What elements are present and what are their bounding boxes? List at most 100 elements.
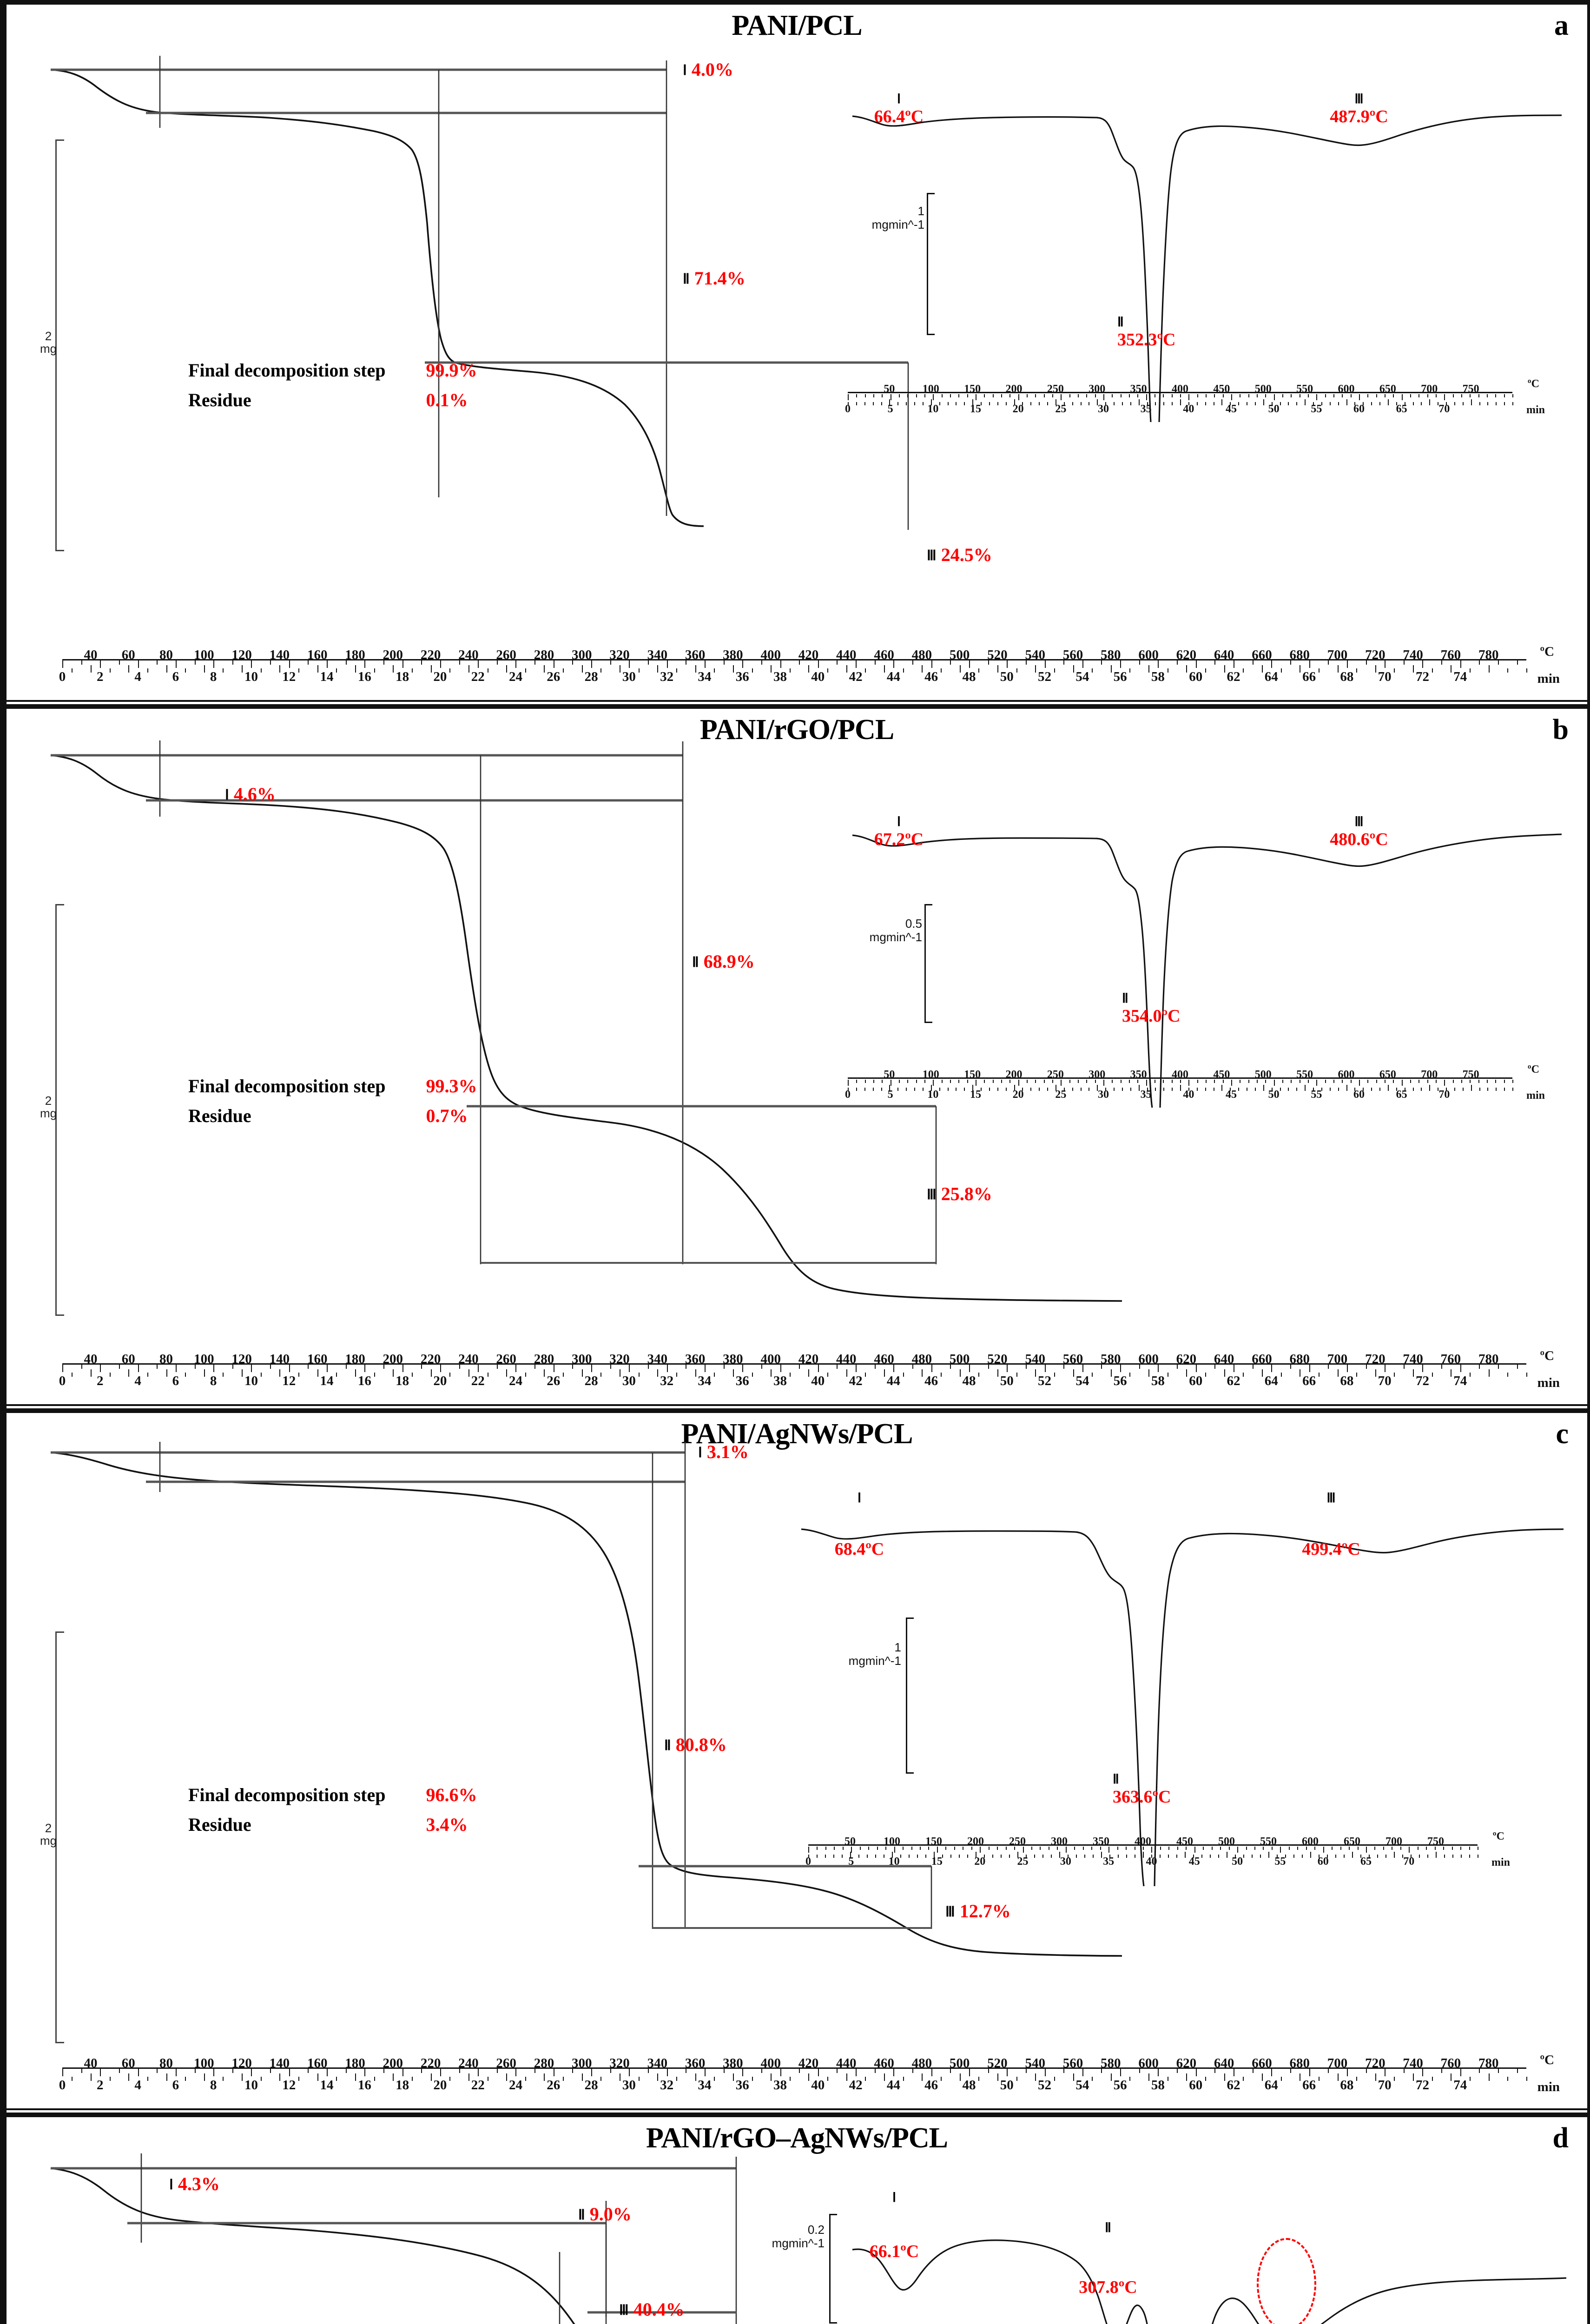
ruler-tick-label: 44 — [886, 669, 900, 684]
ruler-minor-tick — [1452, 1855, 1453, 1858]
ruler-minor-tick — [978, 668, 980, 673]
ruler-tick-label: 36 — [735, 1373, 749, 1388]
ruler-tick-label: 350 — [1093, 1835, 1109, 1848]
ruler-minor-tick — [223, 2077, 224, 2081]
ruler-tick-label: 48 — [962, 2078, 976, 2093]
ruler-tick-label: 420 — [798, 1352, 819, 1367]
ruler-tick — [1146, 394, 1147, 400]
ruler-minor-tick — [270, 660, 271, 665]
ruler-tick — [1346, 2069, 1348, 2076]
summary-label-decomposition: Final decomposition step — [188, 360, 386, 381]
ruler-minor-tick — [1371, 402, 1372, 405]
ruler-tick-label: 22 — [471, 669, 485, 684]
ruler-minor-tick — [1114, 402, 1115, 405]
ruler-minor-tick — [978, 2077, 980, 2081]
ruler-minor-tick — [1054, 2077, 1055, 2081]
ruler-tick — [1101, 1852, 1102, 1858]
ruler-tick — [175, 2069, 177, 2076]
ruler-tick-label: 16 — [357, 669, 371, 684]
ruler-minor-tick — [260, 2077, 262, 2081]
ruler-tick — [931, 1365, 932, 1372]
ruler-tick-label: 12 — [282, 669, 296, 684]
ruler-minor-tick — [1009, 394, 1011, 397]
ruler-minor-tick — [1280, 402, 1281, 405]
ruler-tick-label: 740 — [1403, 1352, 1423, 1367]
ruler-minor-tick — [1078, 1080, 1079, 1083]
ruler-minor-tick — [1265, 394, 1267, 397]
ruler-tick-label: 10 — [244, 669, 258, 684]
ruler-minor-tick — [638, 1373, 640, 1377]
ruler-minor-tick — [1421, 402, 1422, 405]
ruler-tick — [1337, 665, 1339, 673]
ruler-minor-tick — [345, 660, 347, 665]
ruler-minor-tick — [1427, 1080, 1428, 1083]
ruler-minor-tick — [1193, 1855, 1194, 1858]
ruler-minor-tick — [119, 2069, 120, 2073]
ruler-tick-label: 150 — [925, 1835, 942, 1848]
ruler-tick-label: 50 — [1268, 403, 1280, 415]
ruler-tick — [937, 1847, 938, 1853]
ruler-tick — [100, 1365, 101, 1372]
ruler-minor-tick — [865, 668, 866, 673]
ruler-tick-label: 68 — [1340, 669, 1354, 684]
ruler-minor-tick — [928, 1847, 930, 1850]
ruler-tick — [279, 2073, 281, 2081]
ruler-minor-tick — [1434, 1847, 1436, 1850]
ruler-minor-tick — [1507, 2077, 1509, 2081]
ruler-minor-tick — [906, 402, 907, 405]
ruler-tick — [128, 1369, 130, 1377]
ruler-minor-tick — [1280, 1088, 1281, 1091]
ruler-tick-label: 650 — [1379, 383, 1396, 395]
ruler-minor-tick — [872, 1088, 874, 1091]
ruler-minor-tick — [1163, 1088, 1165, 1091]
ruler-tick-label: 64 — [1264, 2078, 1278, 2093]
ruler-tick-label: 20 — [433, 2078, 447, 2093]
ruler-minor-tick — [916, 394, 917, 397]
ruler-tick-label: 66 — [1302, 1373, 1316, 1388]
ruler-tick-label: 440 — [836, 647, 857, 662]
ruler-tick — [138, 660, 139, 668]
ruler-minor-tick — [308, 2069, 309, 2073]
ruler-tick-label: 50 — [1000, 669, 1014, 684]
ruler-minor-tick — [864, 394, 866, 397]
ruler-tick-label: 26 — [547, 2078, 561, 2093]
ruler-tick — [1471, 399, 1472, 405]
summary-value-decomposition: 99.3% — [426, 1076, 477, 1096]
ruler-minor-tick — [1363, 1088, 1364, 1091]
panel-c-title: PANI/AgNWs/PCL — [681, 1418, 913, 1450]
ruler-tick-label: 60 — [121, 647, 135, 662]
ruler-tick-label: 40 — [1183, 1089, 1194, 1101]
ruler-tick — [128, 665, 130, 673]
ruler-minor-tick — [1196, 402, 1198, 405]
panel-c-letter: c — [1556, 1418, 1569, 1450]
ruler-tick — [1224, 665, 1225, 673]
ruler-tick — [1436, 1852, 1437, 1858]
ruler-minor-tick — [1376, 394, 1377, 397]
ruler-tick — [393, 665, 394, 673]
ruler-minor-tick — [1171, 394, 1173, 397]
ruler-tick-label: 50 — [1232, 1855, 1243, 1868]
ruler-tick — [1188, 1080, 1190, 1086]
ruler-minor-tick — [1418, 394, 1420, 397]
ruler-minor-tick — [988, 1365, 989, 1369]
ruler-tick — [355, 2073, 356, 2081]
axis-line — [848, 1077, 1512, 1079]
ruler-tick — [242, 1369, 243, 1377]
ruler-minor-tick — [1470, 668, 1471, 673]
ruler-tick-label: 180 — [345, 1352, 365, 1367]
summary-value-residue: 0.1% — [426, 390, 468, 410]
ruler-tick-label: 38 — [773, 669, 787, 684]
ruler-minor-tick — [877, 1847, 878, 1850]
ruler-minor-tick — [903, 2077, 904, 2081]
ruler-minor-tick — [1016, 1373, 1017, 1377]
ruler-minor-tick — [610, 1365, 611, 1369]
ruler-tick-label: 0 — [59, 2078, 66, 2093]
ruler-tick-label: 46 — [924, 1373, 938, 1388]
ruler-tick — [1346, 399, 1347, 405]
ruler-tick — [1460, 2069, 1461, 2076]
ruler-minor-tick — [881, 1088, 882, 1091]
